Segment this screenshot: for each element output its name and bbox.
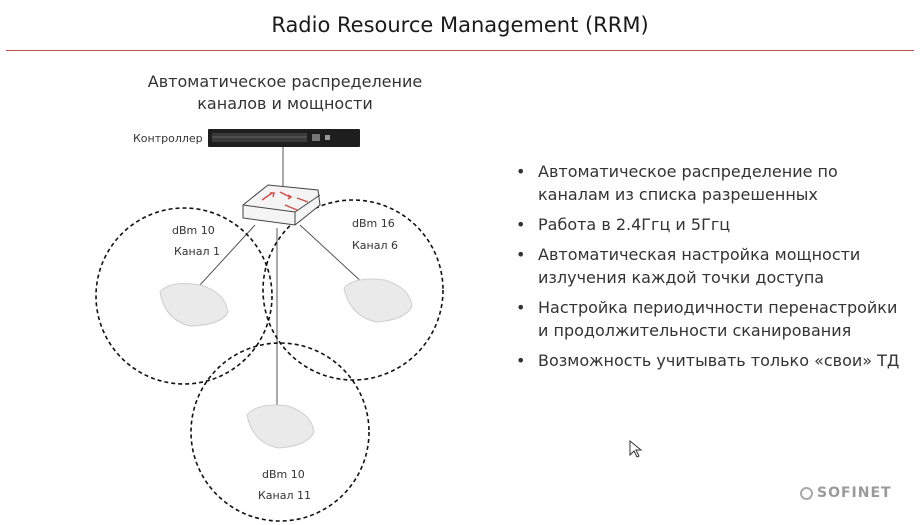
caption-line-2: каналов и мощности [197,94,373,113]
feature-list: Автоматическое распределение по каналам … [512,160,912,379]
ap1-channel: Канал 1 [174,245,220,258]
list-item: Автоматическая настройка мощности излуче… [512,243,912,289]
router-icon [242,184,321,226]
mouse-cursor-icon [629,439,643,458]
access-point-icon [159,283,229,327]
logo-text: SOFINET [817,485,892,501]
ap2-channel: Канал 6 [352,239,398,252]
list-item: Автоматическое распределение по каналам … [512,160,912,206]
ap3-channel: Канал 11 [258,489,311,502]
title-divider [6,50,914,51]
ap2-power: dBm 16 [352,217,395,230]
slide-title: Radio Resource Management (RRM) [271,13,649,37]
coverage-circle-channel-11 [190,342,370,522]
sofinet-logo: SOFINET [800,485,892,501]
ap1-power: dBm 10 [172,224,215,237]
diagram-caption: Автоматическое распределение каналов и м… [130,71,440,115]
caption-line-1: Автоматическое распределение [147,72,423,91]
coverage-circle-channel-6 [262,199,444,381]
list-item: Работа в 2.4Ггц и 5Ггц [512,213,912,236]
controller-label: Контроллер [133,132,203,145]
access-point-icon [343,278,413,323]
list-item: Возможность учитывать только «свои» ТД [512,349,912,372]
connection-lines [199,146,366,405]
coverage-circles [95,199,444,522]
coverage-circle-channel-1 [95,207,273,385]
access-point-icon [246,404,315,449]
ap3-power: dBm 10 [262,468,305,481]
list-item: Настройка периодичности перенастройки и … [512,296,912,342]
controller-switch-icon [208,129,360,147]
logo-mark-icon [800,487,813,500]
